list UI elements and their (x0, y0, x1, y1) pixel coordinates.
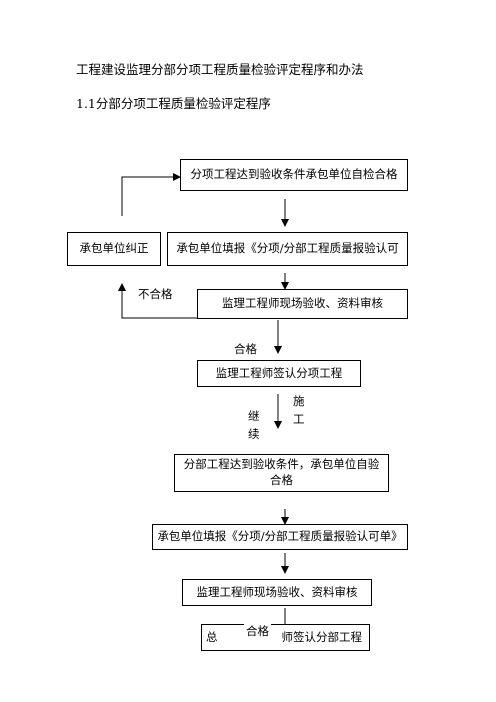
pass-label-1: 合格 (234, 342, 257, 356)
contractor-fix-text: 承包单位纠正 (79, 241, 149, 256)
chief-sign-text-b: 师签认分部工程 (281, 629, 363, 644)
section-heading: 1.1分部分项工程质量检验评定程序 (76, 96, 271, 111)
fail-return-line (118, 283, 197, 319)
fail-label: 不合格 (138, 287, 173, 301)
chief-sign-box: 总 师签认分部工程 (201, 624, 370, 651)
step-self-check-box: 分项工程达到验收条件承包单位自检合格 (180, 159, 408, 191)
sign-item-box: 监理工程师签认分项工程 (197, 360, 361, 387)
fill-report-box: 承包单位填报《分项/分部工程质量报验认可 (167, 232, 408, 266)
contractor-fix-box: 承包单位纠正 (67, 232, 161, 266)
sign-item-text: 监理工程师签认分项工程 (215, 365, 343, 380)
inspection-1-box: 监理工程师现场验收、资料审核 (197, 289, 408, 319)
continue-label: 继续 (248, 409, 260, 441)
fill-form-text: 承包单位填报《分项/分部工程质量报验认可单》 (157, 529, 403, 544)
construction-label: 施工 (293, 394, 305, 426)
division-text-line2: 合格 (270, 473, 293, 487)
page-title: 工程建设监理分部分项工程质量检验评定程序和办法 (76, 62, 364, 77)
loop-up-line (121, 173, 181, 216)
inspection-1-text: 监理工程师现场验收、资料审核 (222, 296, 383, 311)
step-self-check-text: 分项工程达到验收条件承包单位自检合格 (190, 167, 398, 182)
fill-report-text: 承包单位填报《分项/分部工程质量报验认可 (176, 241, 399, 256)
inspection-2-text: 监理工程师现场验收、资料审核 (196, 584, 358, 599)
fill-form-box: 承包单位填报《分项/分部工程质量报验认可单》 (152, 524, 408, 550)
pass-label-2: 合格 (244, 624, 271, 639)
inspection-2-box: 监理工程师现场验收、资料审核 (182, 579, 372, 606)
division-text-line1: 分部工程达到验收条件，承包单位自验 (183, 457, 380, 472)
division-box: 分部工程达到验收条件，承包单位自验 合格 (174, 454, 389, 492)
chief-sign-text-a: 总 (206, 629, 218, 644)
